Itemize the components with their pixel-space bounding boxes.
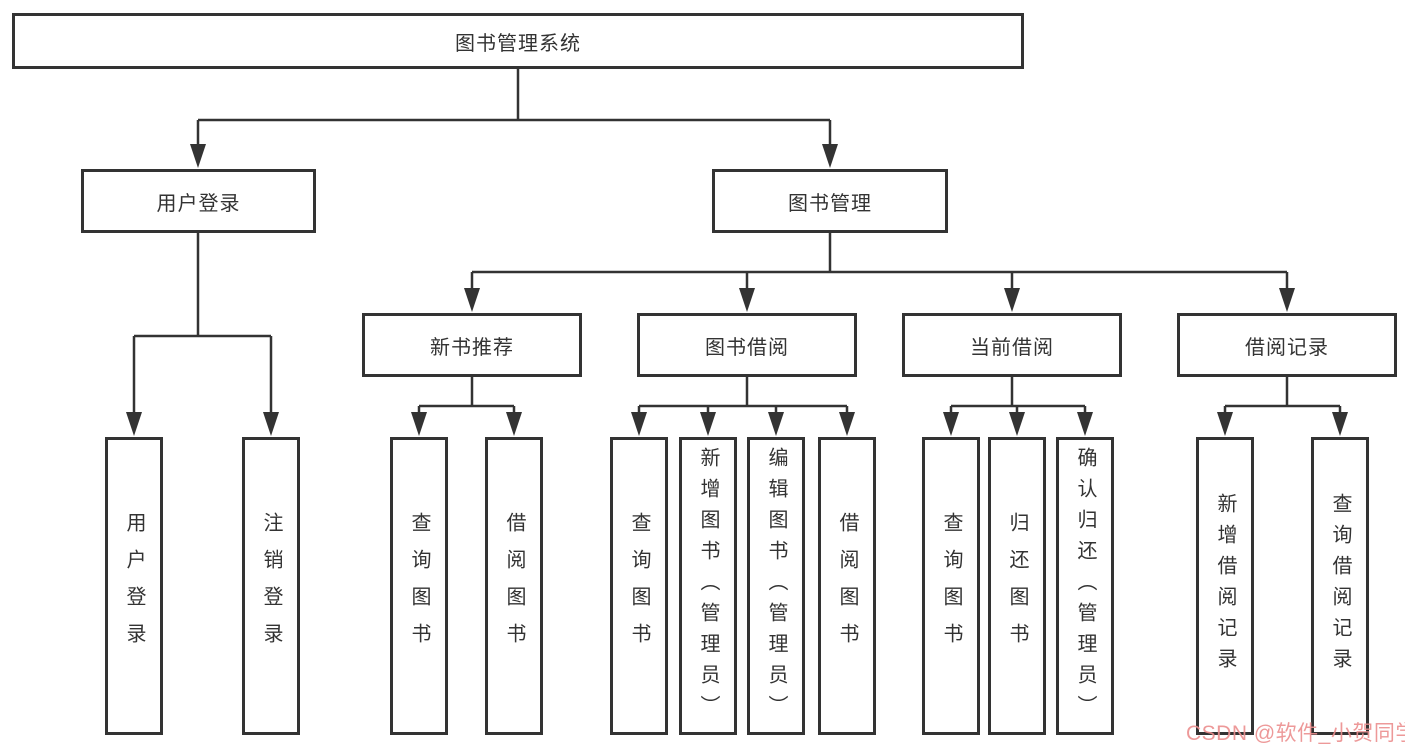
leaf-borrow-book: 借阅图书 [818, 437, 876, 735]
node-label: 用户登录 [123, 512, 145, 660]
node-label: 图书管理 [788, 192, 872, 215]
node-label: 图书借阅 [705, 336, 789, 359]
node-label: 查询图书 [628, 512, 650, 660]
node-library-system: 图书管理系统 [12, 13, 1024, 69]
leaf-query-book-current: 查询图书 [922, 437, 980, 735]
leaf-confirm-return-admin: 确认归还（管理员） [1056, 437, 1114, 735]
node-label: 借阅图书 [836, 512, 858, 660]
node-label: 新增图书（管理员） [697, 446, 719, 726]
leaf-query-borrow-record: 查询借阅记录 [1311, 437, 1369, 735]
node-label: 归还图书 [1006, 512, 1028, 660]
node-label: 查询图书 [408, 512, 430, 660]
node-label: 查询图书 [940, 512, 962, 660]
node-label: 注销登录 [260, 512, 282, 660]
leaf-logout: 注销登录 [242, 437, 300, 735]
leaf-return-book: 归还图书 [988, 437, 1046, 735]
leaf-user-login: 用户登录 [105, 437, 163, 735]
leaf-query-book-recommend: 查询图书 [390, 437, 448, 735]
watermark: CSDN @软件_小贺同学 [1186, 722, 1405, 745]
leaf-add-borrow-record: 新增借阅记录 [1196, 437, 1254, 735]
leaf-add-book-admin: 新增图书（管理员） [679, 437, 737, 735]
node-current-borrow: 当前借阅 [902, 313, 1122, 377]
leaf-query-book-borrow: 查询图书 [610, 437, 668, 735]
leaf-borrow-book-recommend: 借阅图书 [485, 437, 543, 735]
node-book-management: 图书管理 [712, 169, 948, 233]
arrowhead-icons [126, 144, 1348, 436]
leaf-edit-book-admin: 编辑图书（管理员） [747, 437, 805, 735]
node-borrow-record: 借阅记录 [1177, 313, 1397, 377]
node-label: 图书管理系统 [455, 32, 581, 55]
node-label: 查询借阅记录 [1329, 493, 1351, 679]
node-label: 新增借阅记录 [1214, 493, 1236, 679]
node-label: 编辑图书（管理员） [765, 446, 787, 726]
node-label: 当前借阅 [970, 336, 1054, 359]
node-label: 借阅图书 [503, 512, 525, 660]
node-new-book-recommend: 新书推荐 [362, 313, 582, 377]
node-book-borrow: 图书借阅 [637, 313, 857, 377]
node-label: 用户登录 [156, 192, 241, 215]
node-label: 借阅记录 [1245, 336, 1329, 359]
node-user-login: 用户登录 [81, 169, 316, 233]
node-label: 新书推荐 [430, 336, 514, 359]
node-label: 确认归还（管理员） [1074, 446, 1096, 726]
